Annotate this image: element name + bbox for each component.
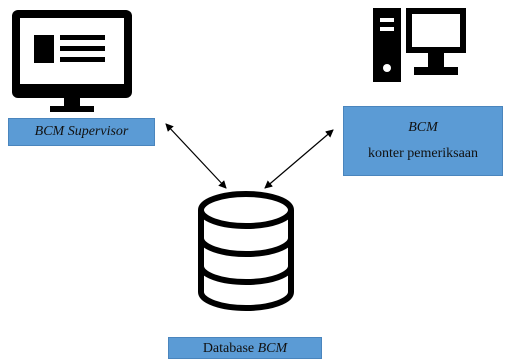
supervisor-label-box: BCM Supervisor xyxy=(8,118,155,146)
database-label-name: BCM xyxy=(257,341,288,356)
database-label-box: Database BCM xyxy=(168,337,322,359)
desktop-computer-icon xyxy=(373,8,466,82)
edge-supervisor-database xyxy=(165,123,227,189)
supervisor-label: BCM Supervisor xyxy=(34,124,129,139)
konter-label-box: BCM konter pemeriksaan xyxy=(343,106,503,176)
monitor-icon xyxy=(12,10,132,112)
database-label-prefix: Database xyxy=(202,341,258,356)
konter-label-title: BCM xyxy=(408,120,438,135)
edge-konter-database xyxy=(264,129,334,189)
konter-label-subtitle: konter pemeriksaan xyxy=(367,146,478,161)
database-icon xyxy=(198,191,294,311)
